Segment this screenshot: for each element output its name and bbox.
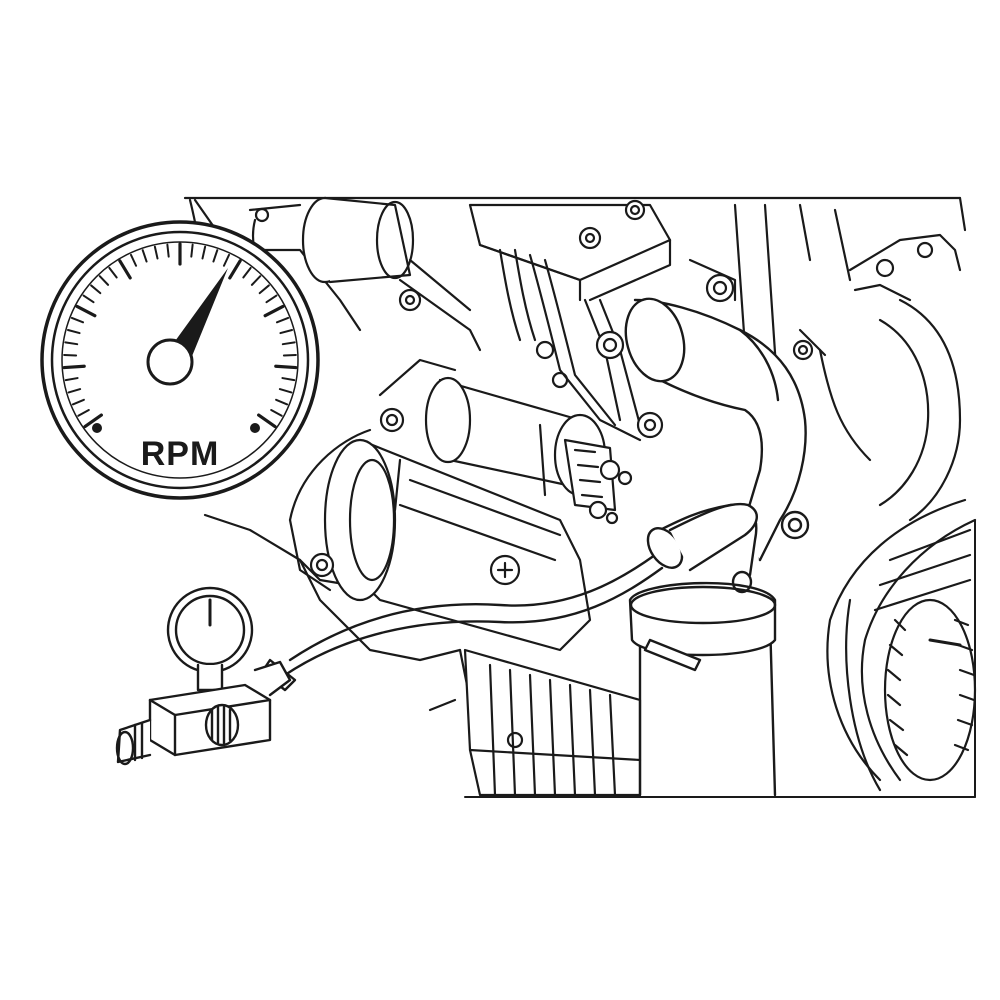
tachometer-tick [98,275,110,286]
tachometer-tick [190,243,194,258]
tachometer-dot-right [250,423,260,433]
tachometer-dot-left [92,423,102,433]
coolant-vertical-pipe [628,503,810,797]
tachometer-tick [67,388,82,394]
tachometer-tick [71,398,85,406]
tachometer-tick [118,259,132,280]
tachometer-tick [275,398,289,406]
tachometer-tick [153,245,159,260]
tachometer-tick [258,284,270,295]
starter-motor [288,358,633,652]
tachometer-tick [265,294,278,304]
tachometer-tick [66,328,81,335]
tachometer-tick [90,284,102,295]
tachometer-tick [129,253,138,267]
tachometer-tick [75,304,97,318]
tachometer-tick [64,377,79,382]
tachometer-scale [62,242,298,429]
tachometer-tick [62,364,86,370]
tachometer-tick [274,364,298,370]
coolant-elbow-pipe [624,297,807,562]
tachometer-tick [212,249,219,263]
tachometer-tick [278,388,293,394]
tachometer-tick [108,266,118,279]
pressure-test-gauge [115,586,292,766]
tachometer-tick [263,304,285,318]
tachometer-tick [82,294,95,304]
tachometer-tick [228,259,242,280]
tachometer-tick [222,253,231,267]
tachometer-tick [242,266,252,279]
injection-pump [468,199,737,442]
tachometer-tick [70,316,85,324]
tachometer-label: RPM [141,435,220,473]
tachometer-hub [146,338,194,386]
tachometer-tick [257,413,277,429]
illustration-frame [464,519,976,798]
tachometer-tick [270,409,283,417]
tachometer-tick [63,353,78,357]
tachometer-tick [281,341,296,346]
tachometer-tick [275,316,290,324]
tachometer-tick [282,353,297,357]
tachometer-tick [64,341,79,346]
oil-sump [463,648,642,797]
alternator [826,498,977,792]
tachometer-tick [77,409,90,417]
tachometer-tick [141,249,148,263]
tachometer-tick [201,245,207,260]
tachometer: RPM [40,220,320,500]
tachometer-tick [166,243,170,258]
throttle-cylinder [248,196,482,352]
tachometer-tick [279,328,294,335]
tachometer-tick [281,377,296,382]
tachometer-tick [250,275,262,286]
tachometer-tick [83,413,103,429]
